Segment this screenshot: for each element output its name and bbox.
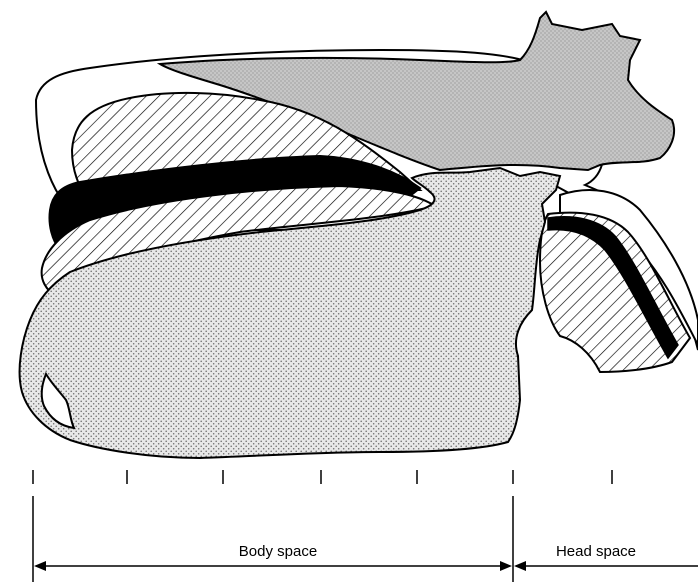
head-space-arrow bbox=[514, 561, 698, 571]
dimension-boundaries bbox=[33, 496, 513, 582]
body-space-label: Body space bbox=[239, 543, 317, 560]
arrowhead-left-icon bbox=[514, 561, 526, 571]
body-space-arrow bbox=[34, 561, 512, 571]
arrowhead-right-icon bbox=[500, 561, 512, 571]
head-space-label: Head space bbox=[556, 543, 636, 560]
arrowhead-left-icon bbox=[34, 561, 46, 571]
tick-marks bbox=[33, 470, 612, 484]
